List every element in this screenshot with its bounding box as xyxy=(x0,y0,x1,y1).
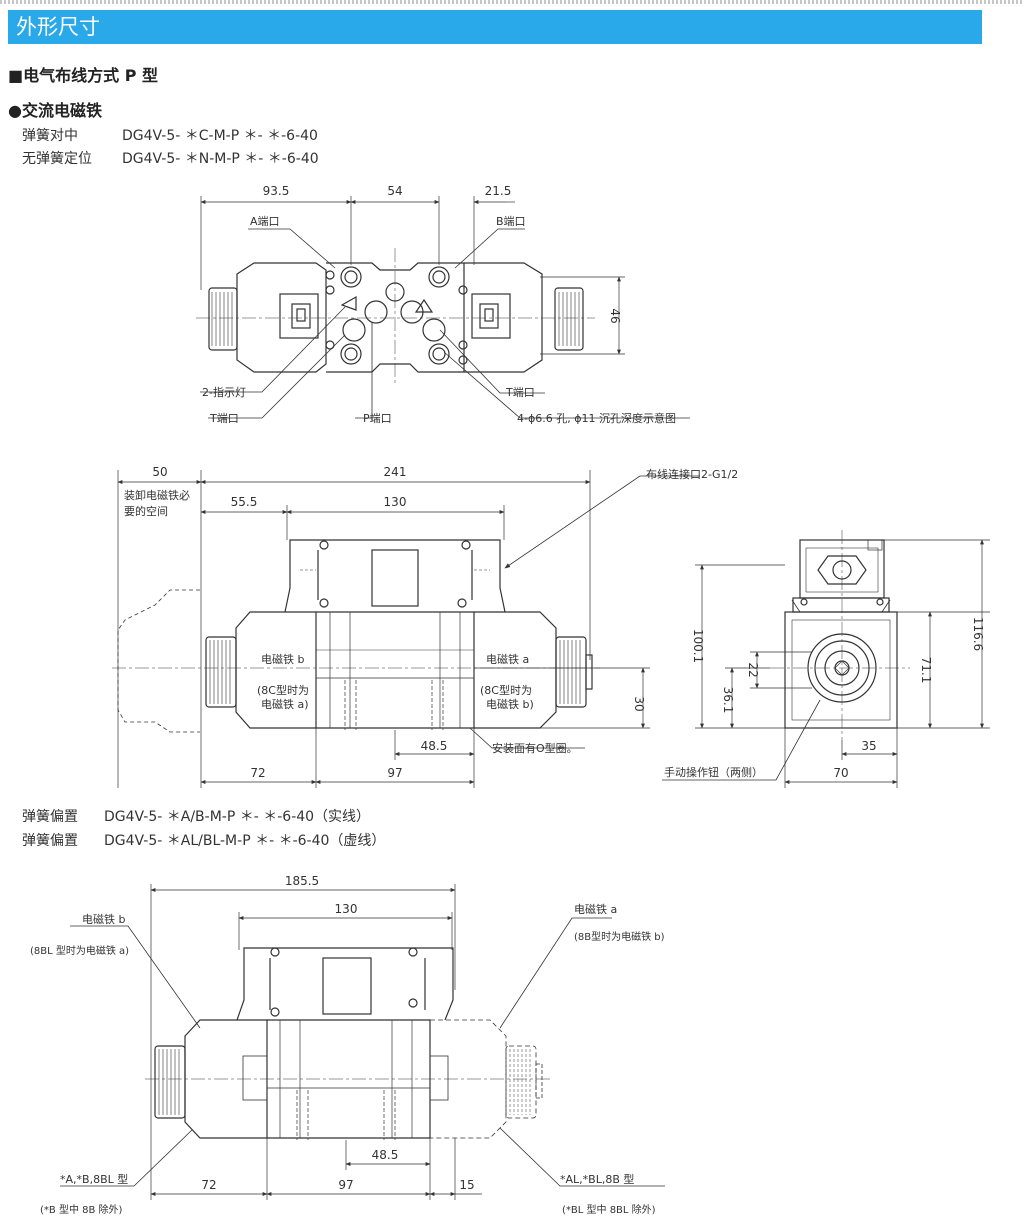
top-dotted-border xyxy=(0,0,1024,4)
solenoid-b-label: 电磁铁 b xyxy=(82,913,125,926)
ac-solenoid-heading: ●交流电磁铁 xyxy=(8,101,102,120)
model-code: DG4V-5- ＊N-M-P ＊- ＊-6-40 xyxy=(122,151,319,167)
dim-36-1: 36.1 xyxy=(721,687,735,714)
holes-label: 4-ϕ6.6 孔, ϕ11 沉孔深度示意图 xyxy=(517,411,676,425)
solenoid-b-note: (8BL 型时为电磁铁 a) xyxy=(30,944,129,957)
solenoid-b-note-2: 电磁铁 a) xyxy=(261,698,309,711)
wiring-type-heading: ■电气布线方式 P 型 xyxy=(8,66,158,85)
removal-space-label: 装卸电磁铁必 xyxy=(124,488,190,502)
solenoid-a-label: 电磁铁 a xyxy=(486,653,529,666)
side-view-text: 100.1 22 36.1 71.1 116.6 35 70 手动操作钮（两侧） xyxy=(664,617,985,780)
dim-48-5: 48.5 xyxy=(421,739,448,753)
indicator-label: 2-指示灯 xyxy=(202,385,246,399)
wiring-port-label: 布线连接口2-G1/2 xyxy=(646,467,738,481)
dim-21-5: 21.5 xyxy=(485,184,512,198)
model-code: DG4V-5- ＊A/B-M-P ＊- ＊-6-40（实线） xyxy=(104,809,371,825)
model-line-2: 无弹簧定位 DG4V-5- ＊N-M-P ＊- ＊-6-40 xyxy=(22,148,319,168)
dim-54: 54 xyxy=(387,184,402,198)
model-line-4: 弹簧偏置 DG4V-5- ＊AL/BL-M-P ＊- ＊-6-40（虚线） xyxy=(22,830,385,850)
solenoid-a-note: (8B型时为电磁铁 b) xyxy=(574,930,665,943)
top-view-text: 93.5 54 21.5 46 A端口 B端口 2-指示灯 T端口 P端口 T端… xyxy=(202,184,676,425)
dim-97: 97 xyxy=(387,766,402,780)
model-label: 弹簧对中 xyxy=(22,128,78,144)
dim-130: 130 xyxy=(335,902,358,916)
model-line-3: 弹簧偏置 DG4V-5- ＊A/B-M-P ＊- ＊-6-40（实线） xyxy=(22,806,370,826)
dim-72: 72 xyxy=(201,1178,216,1192)
type-right-label: *AL,*BL,8B 型 xyxy=(560,1172,634,1186)
dim-48-5: 48.5 xyxy=(372,1148,399,1162)
dim-22: 22 xyxy=(746,662,760,677)
p-port-label: P端口 xyxy=(363,412,392,425)
type-left-label: *A,*B,8BL 型 xyxy=(60,1172,128,1186)
model-line-1: 弹簧对中 DG4V-5- ＊C-M-P ＊- ＊-6-40 xyxy=(22,125,318,145)
dim-72: 72 xyxy=(250,766,265,780)
dim-241: 241 xyxy=(384,465,407,479)
model-code: DG4V-5- ＊C-M-P ＊- ＊-6-40 xyxy=(122,128,318,144)
dim-185-5: 185.5 xyxy=(285,874,319,888)
side-view xyxy=(662,530,990,788)
solenoid-b-label: 电磁铁 b xyxy=(261,653,304,666)
bottom-view xyxy=(60,884,665,1200)
model-label: 弹簧偏置 xyxy=(22,833,78,849)
t-port-right-label: T端口 xyxy=(505,386,535,399)
type-left-note: (*B 型中 8B 除外) xyxy=(40,1203,123,1216)
dim-30: 30 xyxy=(632,696,646,711)
model-label: 无弹簧定位 xyxy=(22,151,92,167)
dim-46: 46 xyxy=(608,308,622,323)
front-view-text: 50 241 55.5 130 装卸电磁铁必 要的空间 布线连接口2-G1/2 … xyxy=(124,465,738,780)
model-label: 弹簧偏置 xyxy=(22,809,78,825)
dim-130: 130 xyxy=(384,495,407,509)
top-view xyxy=(196,196,690,419)
section-header-bar: 外形尺寸 xyxy=(8,10,982,44)
removal-space-label-2: 要的空间 xyxy=(124,504,168,518)
type-right-note: (*BL 型中 8BL 除外) xyxy=(562,1203,656,1216)
model-code: DG4V-5- ＊AL/BL-M-P ＊- ＊-6-40（虚线） xyxy=(104,833,386,849)
manual-button-label: 手动操作钮（两侧） xyxy=(664,765,763,779)
t-port-left-label: T端口 xyxy=(209,412,239,425)
dim-116-6: 116.6 xyxy=(971,617,985,651)
solenoid-a-note-1: (8C型时为 xyxy=(480,683,532,697)
dim-15: 15 xyxy=(459,1178,474,1192)
dim-35: 35 xyxy=(861,739,876,753)
dim-93-5: 93.5 xyxy=(263,184,290,198)
dim-100-1: 100.1 xyxy=(691,629,705,663)
dim-71-1: 71.1 xyxy=(919,657,933,684)
solenoid-a-note-2: 电磁铁 b) xyxy=(486,698,534,711)
front-view xyxy=(112,470,700,788)
dim-97: 97 xyxy=(338,1178,353,1192)
dim-70: 70 xyxy=(833,766,848,780)
solenoid-a-label: 电磁铁 a xyxy=(574,903,617,916)
solenoid-b-note-1: (8C型时为 xyxy=(257,683,309,697)
bottom-view-text: 185.5 130 电磁铁 b (8BL 型时为电磁铁 a) 电磁铁 a (8B… xyxy=(30,874,665,1216)
dim-50: 50 xyxy=(152,465,167,479)
dim-55-5: 55.5 xyxy=(231,495,258,509)
oring-label: 安装面有O型圈。 xyxy=(492,741,578,755)
b-port-label: B端口 xyxy=(496,215,526,228)
a-port-label: A端口 xyxy=(250,215,280,228)
header-title: 外形尺寸 xyxy=(16,15,100,39)
